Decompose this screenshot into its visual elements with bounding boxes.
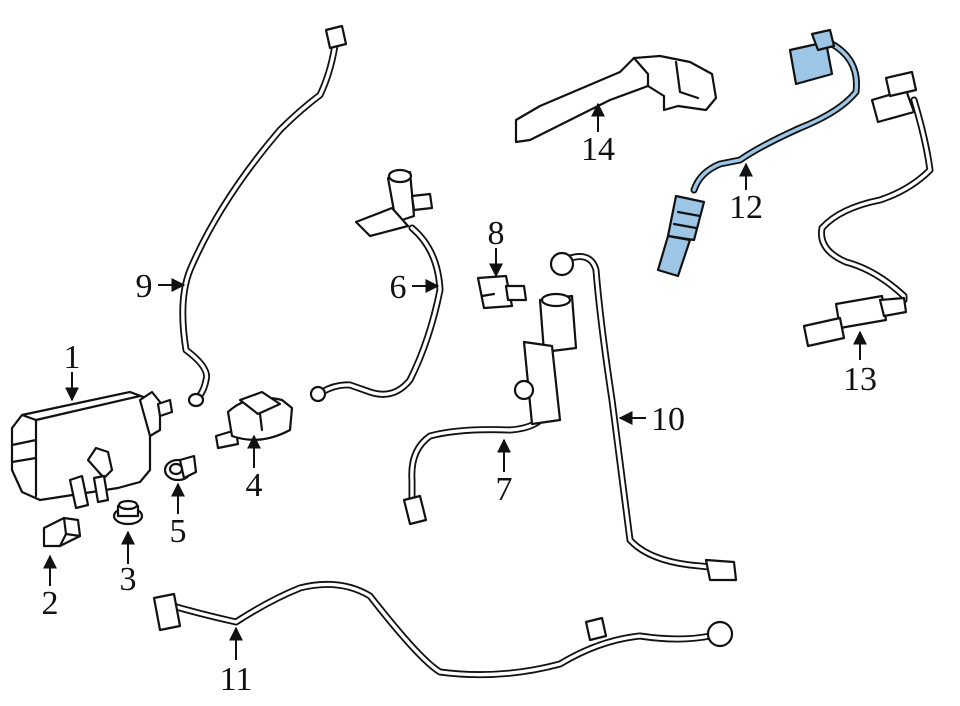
part-5-fitting[interactable] — [163, 454, 198, 482]
part-4-purge-valve[interactable] — [214, 390, 294, 450]
callout-11: 11 — [220, 661, 253, 698]
part-3-grommet[interactable] — [112, 499, 144, 526]
callout-2: 2 — [42, 585, 59, 622]
callout-14: 14 — [581, 131, 615, 168]
part-6-valve-hose[interactable] — [309, 168, 444, 403]
callout-3: 3 — [120, 561, 137, 598]
callout-6: 6 — [390, 269, 407, 306]
part-10-hose[interactable] — [549, 251, 738, 582]
part-2-cap[interactable] — [42, 516, 82, 548]
leader-lines — [43, 102, 867, 660]
callout-12: 12 — [729, 189, 763, 226]
callout-labels: 1 2 3 4 5 6 7 8 9 10 11 12 13 14 — [42, 131, 878, 698]
part-11-hose[interactable] — [152, 580, 734, 679]
callout-8: 8 — [488, 215, 505, 252]
part-9-vapor-hose[interactable] — [179, 24, 348, 408]
callout-4: 4 — [246, 467, 263, 504]
part-7-valve-hose[interactable] — [402, 292, 578, 526]
part-12-oxygen-sensor[interactable] — [656, 28, 860, 278]
callout-5: 5 — [170, 513, 187, 550]
callout-9: 9 — [136, 268, 153, 305]
part-1-canister[interactable] — [10, 390, 174, 510]
callout-1: 1 — [64, 339, 81, 376]
part-13-oxygen-sensor[interactable] — [802, 70, 934, 348]
part-14-bracket[interactable] — [514, 54, 718, 144]
callout-10: 10 — [651, 401, 685, 438]
callout-7: 7 — [496, 471, 513, 508]
callout-13: 13 — [843, 361, 877, 398]
part-8-sensor[interactable] — [476, 274, 528, 310]
